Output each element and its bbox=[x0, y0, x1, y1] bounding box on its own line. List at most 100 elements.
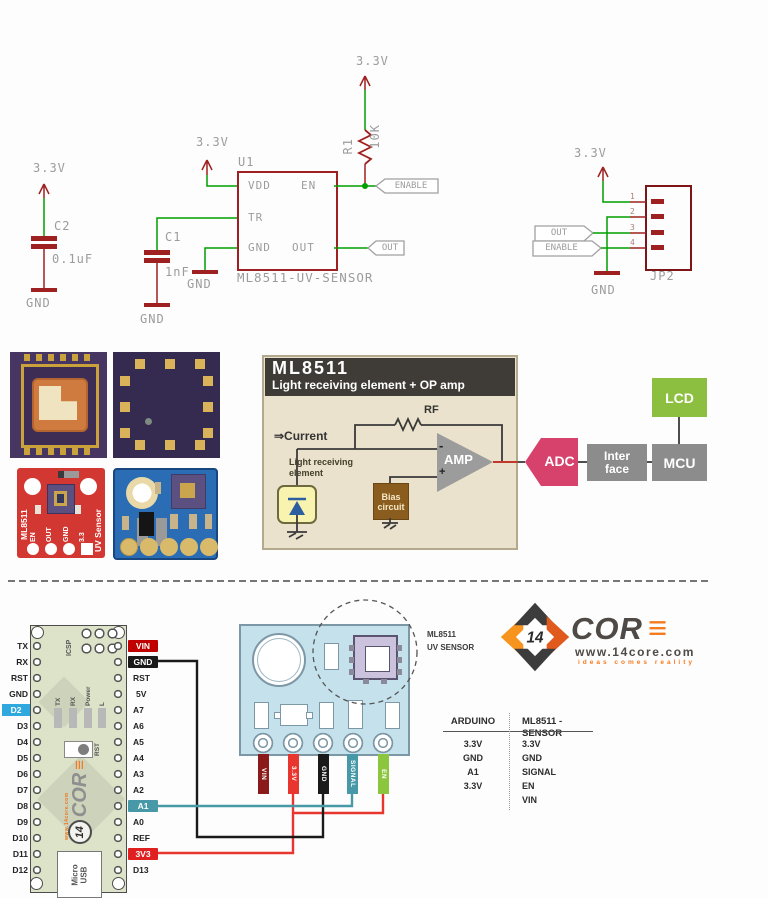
pin-label-a0: A0 bbox=[133, 817, 144, 827]
icsp-header bbox=[80, 626, 119, 656]
jp2-out-flag-label: OUT bbox=[550, 228, 568, 238]
jp2-connector-box bbox=[645, 185, 692, 271]
mcu-label: MCU bbox=[663, 454, 696, 471]
pin-label-ref: REF bbox=[133, 833, 150, 843]
table-row-5-arduino bbox=[448, 794, 498, 806]
jp2-pin-1: 1 bbox=[630, 192, 635, 201]
reset-button[interactable] bbox=[64, 741, 93, 758]
c1-gnd-label: GND bbox=[140, 312, 165, 326]
light-element-label-1: Light receiving bbox=[289, 457, 354, 467]
pin-label-5v: 5V bbox=[136, 689, 147, 699]
red-board-top-component bbox=[58, 471, 79, 478]
pin-label-a7: A7 bbox=[133, 705, 144, 715]
u1-pin-tr: TR bbox=[248, 211, 264, 224]
c1-ref: C1 bbox=[165, 230, 182, 244]
usb-connector: Micro USB bbox=[57, 851, 102, 898]
pin-label-rst-left: RST bbox=[11, 673, 28, 683]
interface-box: Inter face bbox=[587, 444, 647, 481]
pin-label-d9: D9 bbox=[17, 817, 28, 827]
jp2-pin-2: 2 bbox=[630, 207, 635, 216]
arduino-logo-e-icon: ≡ bbox=[70, 759, 89, 770]
red-board-cap-right bbox=[75, 505, 81, 514]
pin-label-a2: A2 bbox=[133, 785, 144, 795]
pin-label-rst-right: RST bbox=[133, 673, 150, 683]
usb-label-1: Micro bbox=[70, 863, 80, 886]
pin-label-vin: VIN bbox=[128, 640, 158, 652]
pin-label-d12: D12 bbox=[12, 865, 28, 875]
photodiode-box bbox=[277, 485, 317, 524]
table-header-arduino: ARDUINO bbox=[450, 716, 496, 727]
pin-label-d6: D6 bbox=[17, 769, 28, 779]
bias-label-2: circuit bbox=[377, 501, 405, 512]
pin-label-tx: TX bbox=[17, 641, 28, 651]
pin-label-a6: A6 bbox=[133, 721, 144, 731]
photo-blue-breakout-board bbox=[113, 468, 218, 560]
amp-label: AMP bbox=[444, 452, 473, 467]
pin-label-d10: D10 bbox=[12, 833, 28, 843]
red-board-sensor-chip bbox=[47, 484, 75, 514]
red-board-pad-square bbox=[81, 543, 93, 555]
u1-vcc-label: 3.3V bbox=[196, 135, 229, 149]
pin-label-gnd-right: GND bbox=[128, 656, 158, 668]
pin-label-d2: D2 bbox=[2, 704, 30, 716]
interface-label-1: Inter bbox=[603, 448, 630, 463]
wire-en: EN bbox=[378, 754, 389, 794]
blue-board-cap-1 bbox=[155, 482, 161, 494]
table-divider bbox=[509, 713, 510, 810]
pin-label-d13: D13 bbox=[133, 865, 149, 875]
red-board-hole-right bbox=[80, 478, 97, 495]
red-board-hole-2 bbox=[45, 543, 57, 555]
lcd-box: LCD bbox=[652, 378, 707, 417]
chip2-pad-row-top bbox=[135, 359, 145, 369]
red-board-hole-3 bbox=[63, 543, 75, 555]
red-board-pin-gnd: GND bbox=[63, 526, 70, 542]
c1-value: 1nF bbox=[165, 265, 190, 279]
red-board-caption: UV Sensor bbox=[93, 509, 103, 552]
table-row-2-sensor: GND bbox=[522, 753, 542, 763]
blue-board-window bbox=[126, 477, 158, 509]
blue-board-pads bbox=[120, 538, 138, 556]
chip2-pad-col-right bbox=[203, 376, 213, 386]
r1-value: 10K bbox=[368, 124, 382, 149]
pin-label-gnd-left: GND bbox=[9, 689, 28, 699]
14core-logo-cor: COR bbox=[571, 611, 643, 646]
u1-pin-vdd: VDD bbox=[248, 179, 271, 192]
svg-text:14: 14 bbox=[527, 629, 544, 646]
lcd-label: LCD bbox=[665, 389, 694, 406]
14core-logo-url[interactable]: www.14core.com bbox=[575, 645, 695, 659]
mount-hole-br bbox=[112, 877, 125, 890]
led-label-l: L bbox=[99, 702, 106, 706]
led-power bbox=[84, 708, 92, 728]
module-component-1 bbox=[254, 702, 269, 729]
table-row-3-sensor: SIGNAL bbox=[522, 767, 557, 777]
pin-label-a5: A5 bbox=[133, 737, 144, 747]
jp2-gnd-label: GND bbox=[591, 283, 616, 297]
red-board-hole-left bbox=[24, 478, 41, 495]
red-board-hole-1 bbox=[27, 543, 39, 555]
enable-flag-label: ENABLE bbox=[394, 181, 428, 191]
table-header-sensor: ML8511 - SENSOR bbox=[522, 716, 563, 739]
c2-capacitor-symbol bbox=[31, 183, 57, 292]
light-element-label-2: element bbox=[289, 468, 324, 478]
table-row-3-arduino: A1 bbox=[467, 767, 479, 777]
photo-red-breakout-board: ML8511 EN OUT GND 3.3 UV Sensor bbox=[17, 468, 105, 558]
blue-board-cap-4 bbox=[189, 514, 197, 529]
module-callout-line1: ML8511 bbox=[427, 630, 456, 639]
chip2-dot bbox=[145, 418, 152, 425]
left-pin-column bbox=[32, 638, 42, 878]
chip2-pad-col-left bbox=[120, 376, 130, 386]
pin-label-d8: D8 bbox=[17, 801, 28, 811]
c2-value: 0.1uF bbox=[52, 252, 94, 266]
block-diagram-titlebar: ML8511 Light receiving element + OP amp bbox=[265, 358, 515, 396]
usb-label-2: USB bbox=[79, 866, 89, 883]
photo-chip-open bbox=[10, 352, 107, 458]
pin-label-a1: A1 bbox=[128, 800, 158, 812]
led-label-power: Power bbox=[85, 686, 92, 706]
table-row-4-sensor: EN bbox=[522, 781, 535, 791]
blue-board-cap-2 bbox=[122, 516, 129, 530]
r1-vcc-label: 3.3V bbox=[356, 54, 389, 68]
wire-gnd: GND bbox=[318, 754, 329, 794]
module-component-4 bbox=[385, 702, 400, 729]
mount-hole-bl bbox=[30, 877, 43, 890]
led-label-tx: TX bbox=[55, 697, 62, 706]
